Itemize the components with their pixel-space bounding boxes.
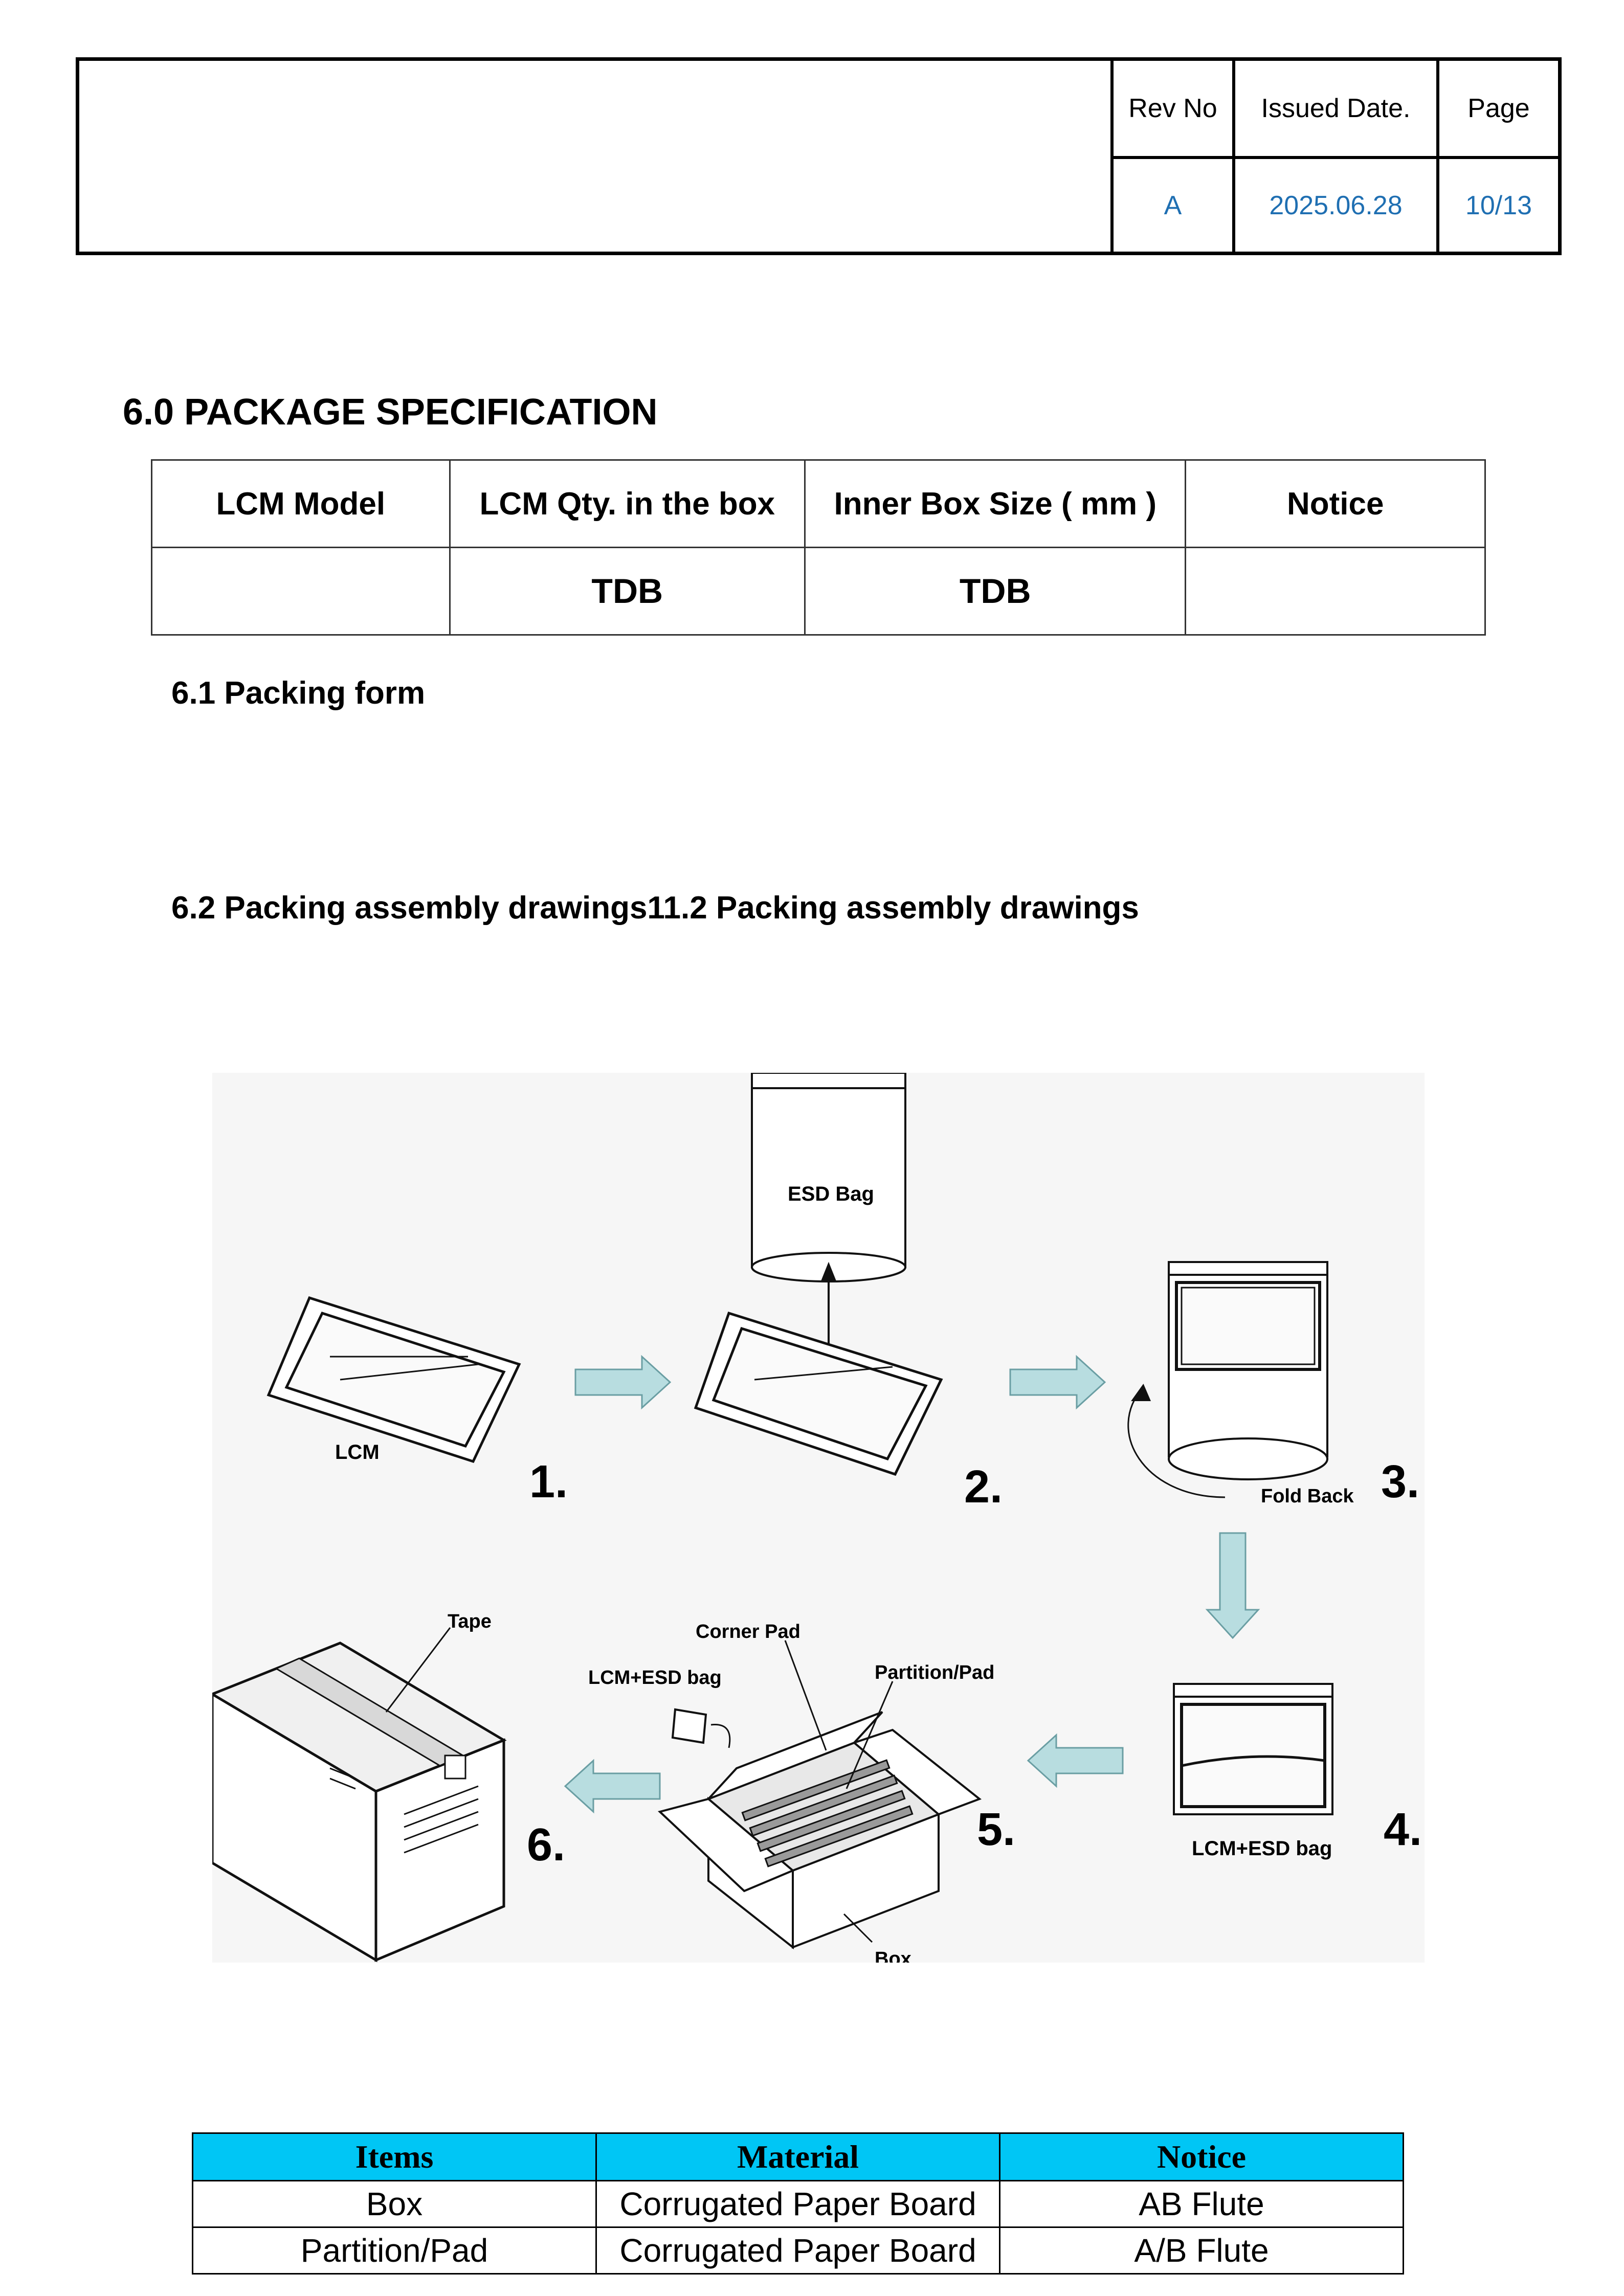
mat-cell-notice: AB Flute [999, 2180, 1404, 2228]
spec-header-lcm-model: LCM Model [151, 459, 451, 548]
arrow-left-icon [564, 1759, 661, 1814]
label-lcm: LCM [335, 1441, 380, 1464]
issued-date-label: Issued Date. [1261, 94, 1411, 123]
step-6: 6. [527, 1819, 565, 1871]
page-value: 10/13 [1465, 190, 1532, 220]
step-1: 1. [529, 1456, 568, 1507]
open-box-illustration [657, 1640, 982, 1950]
mat-header-material: Material [595, 2132, 1000, 2181]
table-header-row: Items Material Notice [192, 2132, 1404, 2181]
label-tape: Tape [448, 1611, 492, 1632]
mat-header-notice: Notice [999, 2132, 1404, 2181]
fold-back-illustration [1127, 1261, 1328, 1498]
table-row: Box Corrugated Paper Board AB Flute [192, 2180, 1404, 2228]
step-5: 5. [977, 1804, 1015, 1855]
label-corner-pad: Corner Pad [696, 1621, 800, 1642]
step-3: 3. [1381, 1456, 1419, 1507]
spec-cell-notice [1185, 547, 1486, 636]
arrow-left-icon [1027, 1733, 1124, 1788]
label-lcm-esd-bag-box: LCM+ESD bag [588, 1667, 722, 1689]
mat-cell-item: Partition/Pad [192, 2226, 597, 2275]
rev-no-label: Rev No [1128, 94, 1217, 123]
section-title: 6.0 PACKAGE SPECIFICATION [123, 392, 658, 433]
closed-box-illustration [212, 1627, 507, 1963]
mat-cell-material: Corrugated Paper Board [595, 2180, 1000, 2228]
mat-cell-notice: A/B Flute [999, 2226, 1404, 2275]
table-row: Partition/Pad Corrugated Paper Board A/B… [192, 2226, 1404, 2275]
document-header: Rev No Issued Date. Page A 2025.06.28 10… [76, 57, 1562, 255]
packing-assembly-drawing: LCM 1. ESD Bag 2. Fold Back 3. LCM+E [212, 1073, 1425, 1963]
arrow-right-icon [1009, 1355, 1106, 1410]
lcm-panel-illustration [694, 1311, 943, 1476]
spec-header-qty: LCM Qty. in the box [449, 459, 806, 548]
lcm-panel-illustration [266, 1296, 521, 1464]
label-fold-back: Fold Back [1261, 1485, 1354, 1507]
subsection-packing-assembly: 6.2 Packing assembly drawings11.2 Packin… [171, 890, 1139, 926]
materials-table: Items Material Notice Box Corrugated Pap… [192, 2132, 1404, 2275]
label-box: Box [875, 1948, 911, 1963]
rev-no-value: A [1164, 190, 1182, 220]
package-spec-table: LCM Model LCM Qty. in the box Inner Box … [151, 459, 1486, 636]
spec-cell-lcm-model [151, 547, 451, 636]
spec-cell-box-size: TDB [804, 547, 1187, 636]
mat-cell-material: Corrugated Paper Board [595, 2226, 1000, 2275]
table-row: TDB TDB [151, 547, 1486, 636]
lcm-esd-bag-illustration [1173, 1683, 1333, 1815]
mat-cell-item: Box [192, 2180, 597, 2228]
spec-cell-qty: TDB [449, 547, 806, 636]
subsection-packing-form: 6.1 Packing form [171, 676, 426, 711]
mat-header-items: Items [192, 2132, 597, 2181]
step-4: 4. [1384, 1804, 1422, 1855]
table-header-row: LCM Model LCM Qty. in the box Inner Box … [151, 459, 1486, 548]
label-esd-bag: ESD Bag [788, 1183, 874, 1205]
label-lcm-esd-bag: LCM+ESD bag [1192, 1837, 1332, 1860]
arrow-right-icon [574, 1355, 672, 1410]
header-divider [1110, 156, 1558, 159]
issued-date-value: 2025.06.28 [1269, 190, 1403, 220]
label-partition-pad: Partition/Pad [875, 1662, 994, 1683]
arrow-down-icon [1205, 1532, 1260, 1639]
spec-header-notice: Notice [1185, 459, 1486, 548]
step-2: 2. [964, 1461, 1003, 1513]
page-label: Page [1467, 94, 1530, 123]
esd-bag-illustration [751, 1073, 906, 1359]
spec-header-box-size: Inner Box Size ( mm ) [804, 459, 1187, 548]
